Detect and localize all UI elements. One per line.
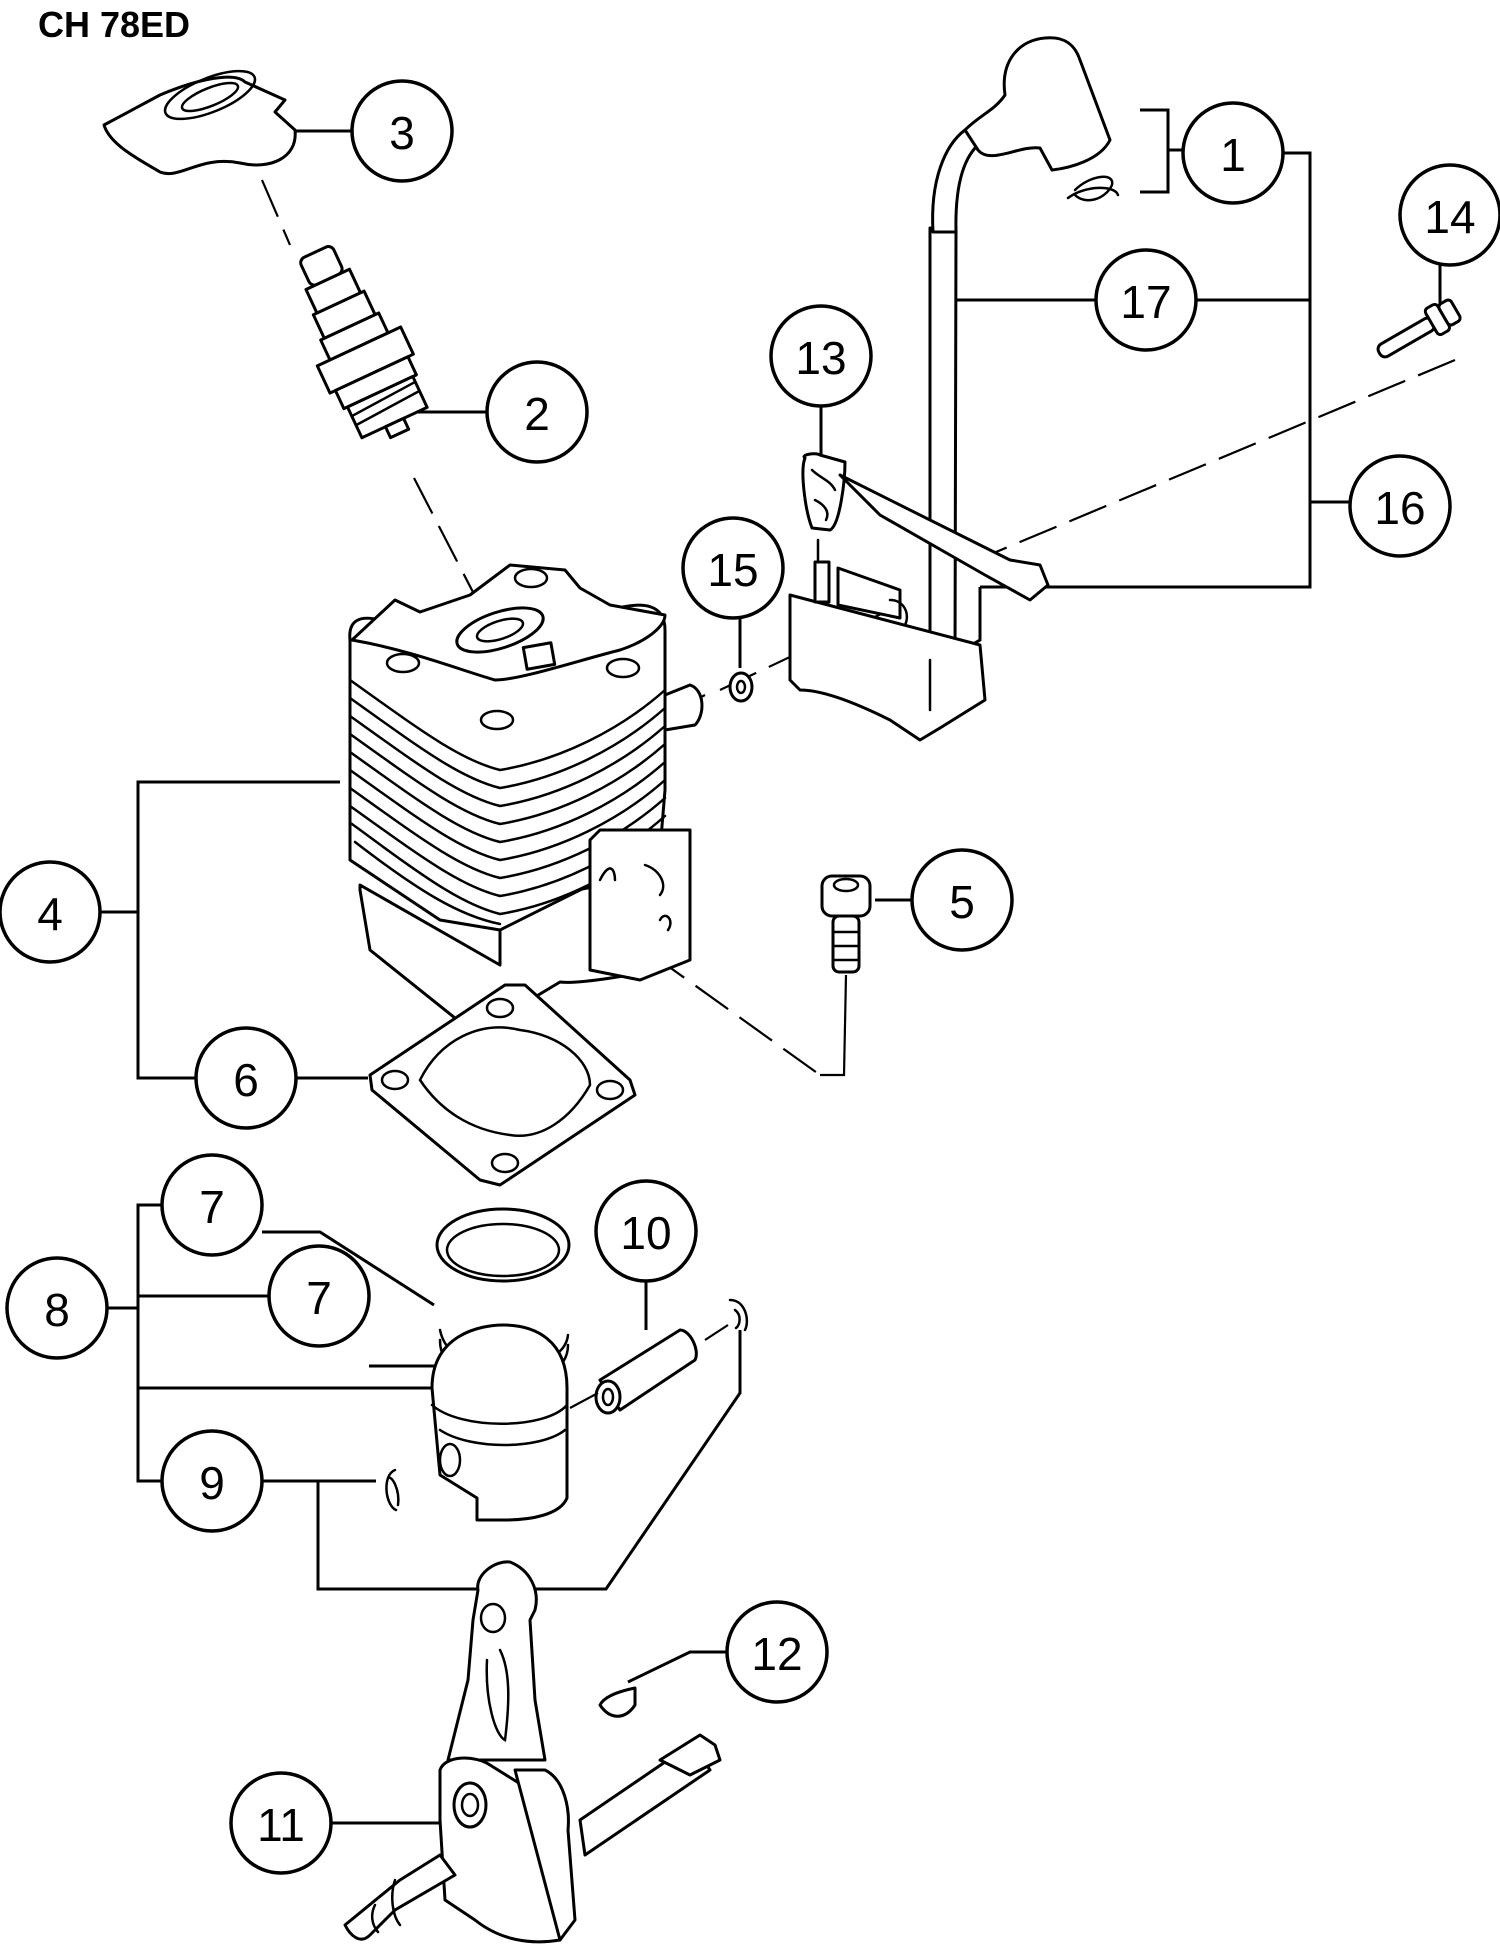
callout-label: 5: [949, 876, 975, 928]
cylinder-part: [348, 563, 704, 1046]
cylinder-gasket-part: [368, 983, 637, 1187]
callout-label: 12: [751, 1628, 802, 1680]
callout-c6[interactable]: 6: [194, 1026, 298, 1130]
callout-c9[interactable]: 9: [160, 1429, 264, 1533]
plug-cover-part: [102, 69, 297, 175]
piston-pin-part: [569, 1324, 729, 1415]
callout-label: 7: [306, 1272, 332, 1324]
callout-c1[interactable]: 1: [1181, 101, 1285, 205]
crankshaft-part: [343, 1560, 722, 1944]
callout-label: 8: [44, 1284, 70, 1336]
callout-c11[interactable]: 11: [229, 1771, 333, 1875]
callout-c16[interactable]: 16: [1348, 454, 1452, 558]
callout-c5[interactable]: 5: [910, 848, 1014, 952]
stop-terminal-part: [801, 452, 1050, 602]
callout-c13[interactable]: 13: [769, 304, 873, 408]
callout-c10[interactable]: 10: [594, 1179, 698, 1283]
diagram-title: CH 78ED: [38, 4, 191, 45]
callout-label: 14: [1424, 191, 1475, 243]
cylinder-bolt-part: [820, 874, 872, 974]
callout-label: 4: [37, 888, 63, 940]
callout-c17[interactable]: 17: [1094, 248, 1198, 352]
callout-label: 2: [524, 388, 550, 440]
callout-label: 10: [620, 1207, 671, 1259]
callout-label: 7: [199, 1181, 225, 1233]
cooling-fins: [348, 678, 667, 926]
callout-label: 17: [1120, 276, 1171, 328]
ignition-coil-part: [788, 560, 987, 742]
leader-lines: [100, 108, 1442, 1825]
callout-label: 1: [1220, 129, 1246, 181]
callout-label: 6: [233, 1054, 259, 1106]
woodruff-key-part: [598, 1686, 637, 1718]
piston-part: [430, 1323, 569, 1522]
circlip-part: [385, 1298, 749, 1512]
callout-c4[interactable]: 4: [0, 860, 102, 964]
callout-label: 13: [795, 332, 846, 384]
callout-label: 11: [257, 1799, 305, 1851]
callout-label: 3: [389, 107, 415, 159]
callout-label: 9: [199, 1457, 225, 1509]
callout-label: 16: [1374, 482, 1425, 534]
callout-c8[interactable]: 8: [5, 1256, 109, 1360]
callout-c12[interactable]: 12: [725, 1600, 829, 1704]
callout-label: 15: [707, 544, 758, 596]
callout-c15[interactable]: 15: [681, 516, 785, 620]
callout-c14[interactable]: 14: [1398, 163, 1500, 267]
coil-bolt-part: [1376, 298, 1462, 359]
washer-part: [728, 671, 754, 703]
callout-c2[interactable]: 2: [485, 360, 589, 464]
callout-c7a[interactable]: 7: [160, 1153, 264, 1257]
spark-plug-part: [299, 245, 429, 440]
callout-c7b[interactable]: 7: [267, 1244, 371, 1348]
callout-c3[interactable]: 3: [350, 79, 454, 183]
